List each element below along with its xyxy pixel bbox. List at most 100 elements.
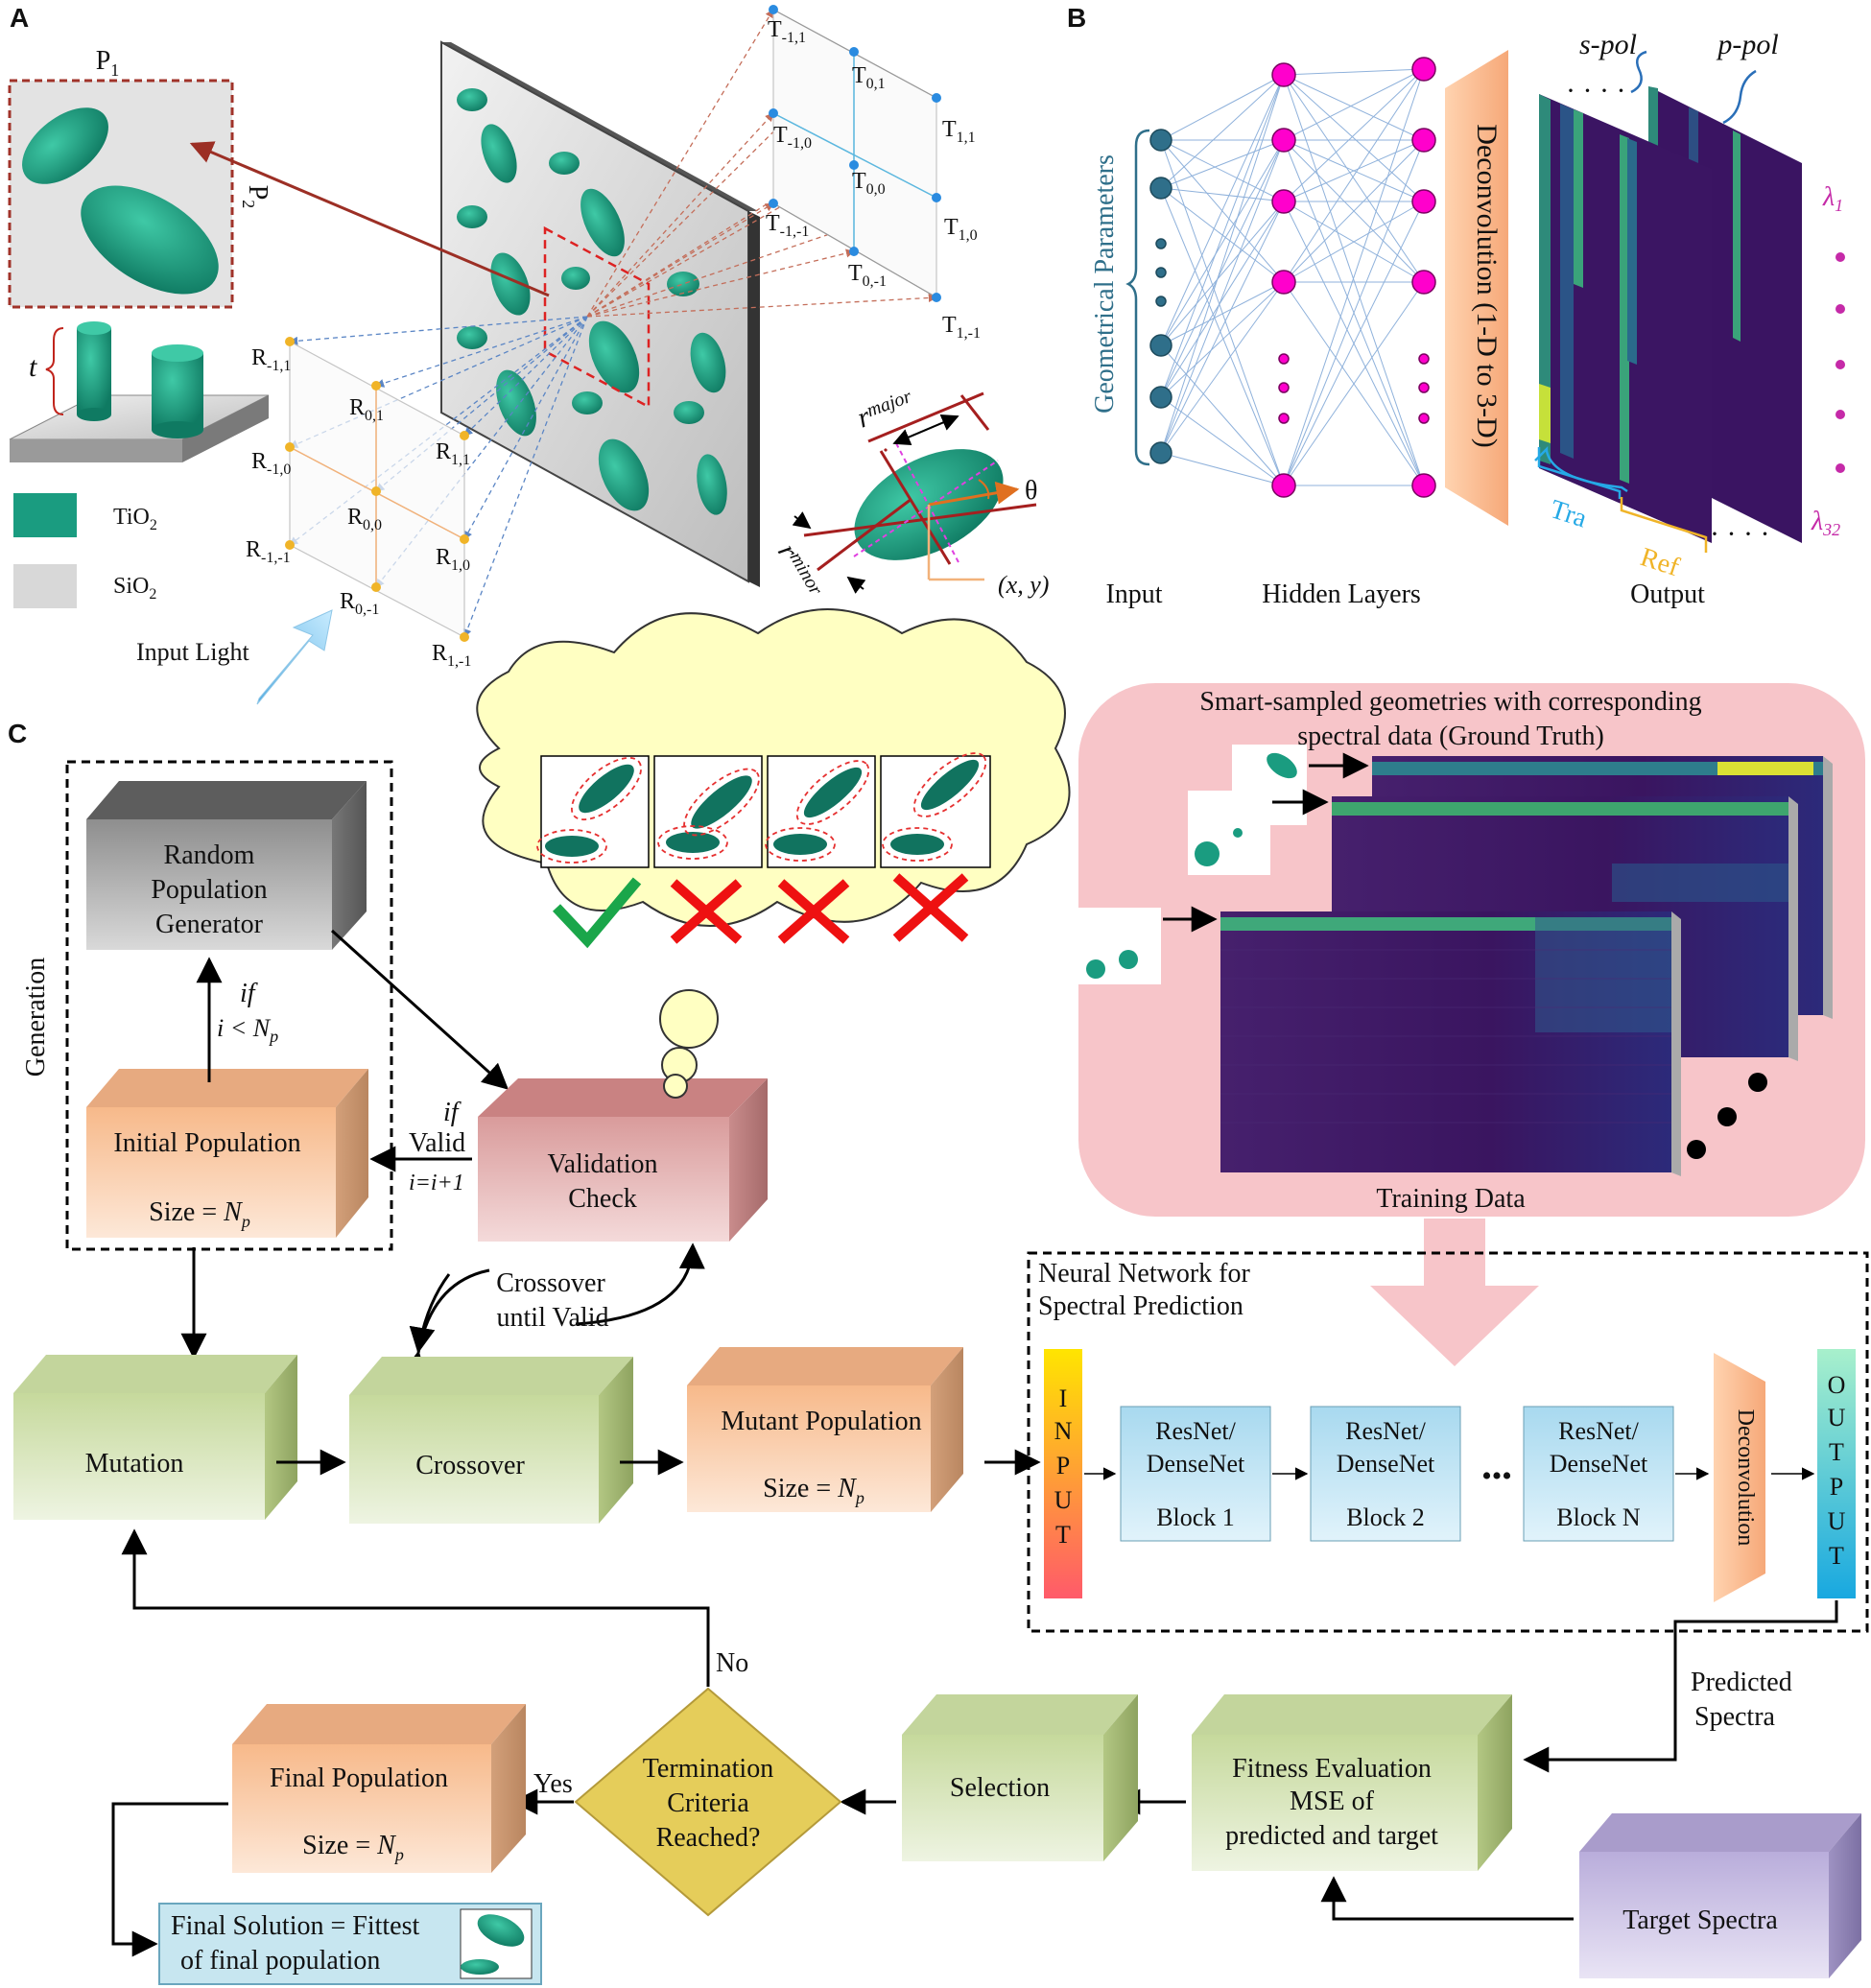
svg-text:Check: Check	[568, 1184, 637, 1214]
svg-text:predicted and target: predicted and target	[1225, 1821, 1438, 1851]
svg-text:DenseNet: DenseNet	[1147, 1450, 1245, 1478]
svg-text:Target Spectra: Target Spectra	[1622, 1905, 1778, 1935]
tra-label: Tra	[1547, 494, 1591, 533]
panel-label-b: B	[1067, 3, 1086, 33]
svg-text:Criteria: Criteria	[667, 1788, 749, 1818]
svg-text:i < Np: i < Np	[217, 1014, 278, 1046]
nn-link	[1283, 139, 1425, 202]
valid-label: Valid	[409, 1128, 465, 1158]
svg-text:Random: Random	[164, 840, 255, 870]
svg-text:Selection: Selection	[950, 1773, 1050, 1803]
svg-text:Mutation: Mutation	[85, 1449, 184, 1479]
mutant-population: Mutant Population Size = Np	[687, 1347, 963, 1512]
b-output-label: Output	[1630, 580, 1705, 609]
svg-text:Training Data: Training Data	[1376, 1184, 1526, 1214]
nn-input-bar	[1044, 1349, 1082, 1598]
if-label-2: if	[443, 1098, 462, 1127]
nn-link	[1160, 139, 1285, 189]
input-light-arrow	[256, 609, 333, 705]
svg-text:Final Solution = Fittest: Final Solution = Fittest	[171, 1911, 419, 1941]
nn-link	[1160, 74, 1285, 189]
legend-swatch-tio2	[13, 493, 77, 537]
b-input-label: Input	[1105, 580, 1162, 609]
random-population-generator: Random Population Generator	[86, 781, 367, 950]
svg-text:Block 2: Block 2	[1346, 1503, 1425, 1531]
svg-text:T0,-1: T0,-1	[848, 261, 887, 290]
panel-c: C Generation Random Population Generator…	[8, 608, 1869, 1985]
svg-text:I: I	[1059, 1384, 1068, 1412]
svg-text:R-1,-1: R-1,-1	[246, 537, 291, 566]
ref-label: Ref	[1637, 542, 1684, 582]
fitness-evaluation: Fitness Evaluation MSE of predicted and …	[1192, 1694, 1512, 1871]
nn-link	[1283, 68, 1425, 202]
svg-text:ResNet/: ResNet/	[1558, 1417, 1640, 1445]
svg-text:Predicted: Predicted	[1691, 1668, 1792, 1697]
svg-text:MSE of: MSE of	[1290, 1787, 1375, 1816]
dots-top: · · · ·	[1566, 75, 1625, 106]
nn-link	[1160, 139, 1285, 486]
svg-text:Size = Np: Size = Np	[149, 1197, 250, 1231]
nn-link	[1283, 139, 1425, 283]
nn-link	[1160, 187, 1285, 202]
training-arrow	[1370, 1219, 1539, 1366]
svg-text:Spectra: Spectra	[1694, 1702, 1776, 1732]
svg-text:T: T	[1829, 1542, 1844, 1570]
thought-cloud	[476, 608, 1071, 1099]
svg-text:Block N: Block N	[1556, 1503, 1641, 1531]
thickness-label: t	[29, 351, 37, 383]
svg-text:T: T	[1055, 1521, 1071, 1549]
nn-link	[1160, 74, 1285, 398]
nn-link	[1160, 74, 1285, 454]
panel-b: B Geometrical Parameters Deconvolution (…	[1067, 3, 1845, 609]
svg-text:R-1,0: R-1,0	[251, 449, 291, 478]
geo-params-label: Geometrical Parameters	[1090, 154, 1120, 414]
svg-text:T0,0: T0,0	[852, 169, 886, 198]
selection-box: Selection	[902, 1694, 1138, 1861]
center-label: (x, y)	[998, 571, 1049, 599]
svg-text:Neural Network for: Neural Network for	[1038, 1259, 1250, 1289]
svg-text:Size = Np: Size = Np	[302, 1831, 404, 1864]
nn-link	[1283, 139, 1425, 486]
svg-text:λ1: λ1	[1822, 182, 1843, 215]
svg-text:T: T	[1829, 1438, 1844, 1466]
svg-text:Spectral Prediction: Spectral Prediction	[1038, 1291, 1243, 1321]
svg-text:U: U	[1054, 1486, 1073, 1514]
svg-text:TiO2: TiO2	[113, 505, 157, 533]
svg-text:P1: P1	[96, 46, 120, 80]
unit-cell-ellipse-small	[22, 107, 108, 184]
nn-link	[1160, 344, 1285, 486]
lambda-1-label: λ	[1822, 182, 1835, 212]
nn-link	[1160, 187, 1285, 486]
svg-text:rminor: rminor	[771, 538, 827, 604]
legend-label-tio2: TiO	[113, 505, 150, 530]
svg-text:rmajor: rmajor	[853, 385, 917, 434]
yes-label: Yes	[533, 1769, 573, 1799]
svg-text:U: U	[1828, 1404, 1846, 1432]
nn-connections	[1160, 68, 1425, 486]
svg-text:Population: Population	[151, 875, 267, 905]
check-icon	[552, 877, 642, 949]
nn-link	[1283, 68, 1425, 283]
nn-deconv	[1714, 1353, 1765, 1602]
svg-text:Smart-sampled geometries with: Smart-sampled geometries with correspond…	[1199, 687, 1701, 717]
nn-link	[1160, 139, 1285, 454]
svg-text:T1,0: T1,0	[944, 215, 978, 244]
svg-text:Mutant Population: Mutant Population	[721, 1407, 921, 1436]
nn-link	[1283, 68, 1425, 76]
nn-link	[1283, 74, 1425, 283]
nn-link	[1283, 201, 1425, 486]
deconv-label: Deconvolution (1-D to 3-D)	[1471, 124, 1503, 447]
nn-link	[1160, 139, 1285, 346]
svg-text:SiO2: SiO2	[113, 574, 156, 603]
nn-link	[1160, 281, 1285, 346]
panel-a: A P1 P2 t TiO2 SiO2	[8, 3, 1049, 705]
generation-label: Generation	[21, 958, 51, 1077]
svg-text:DenseNet: DenseNet	[1337, 1450, 1435, 1478]
svg-text:λ32: λ32	[1811, 507, 1840, 539]
svg-text:Deconvolution: Deconvolution	[1733, 1409, 1758, 1547]
nn-link	[1283, 74, 1425, 486]
nn-link	[1283, 68, 1425, 141]
svg-text:R0,-1: R0,-1	[340, 589, 379, 618]
crossover-box: Crossover	[349, 1357, 633, 1524]
